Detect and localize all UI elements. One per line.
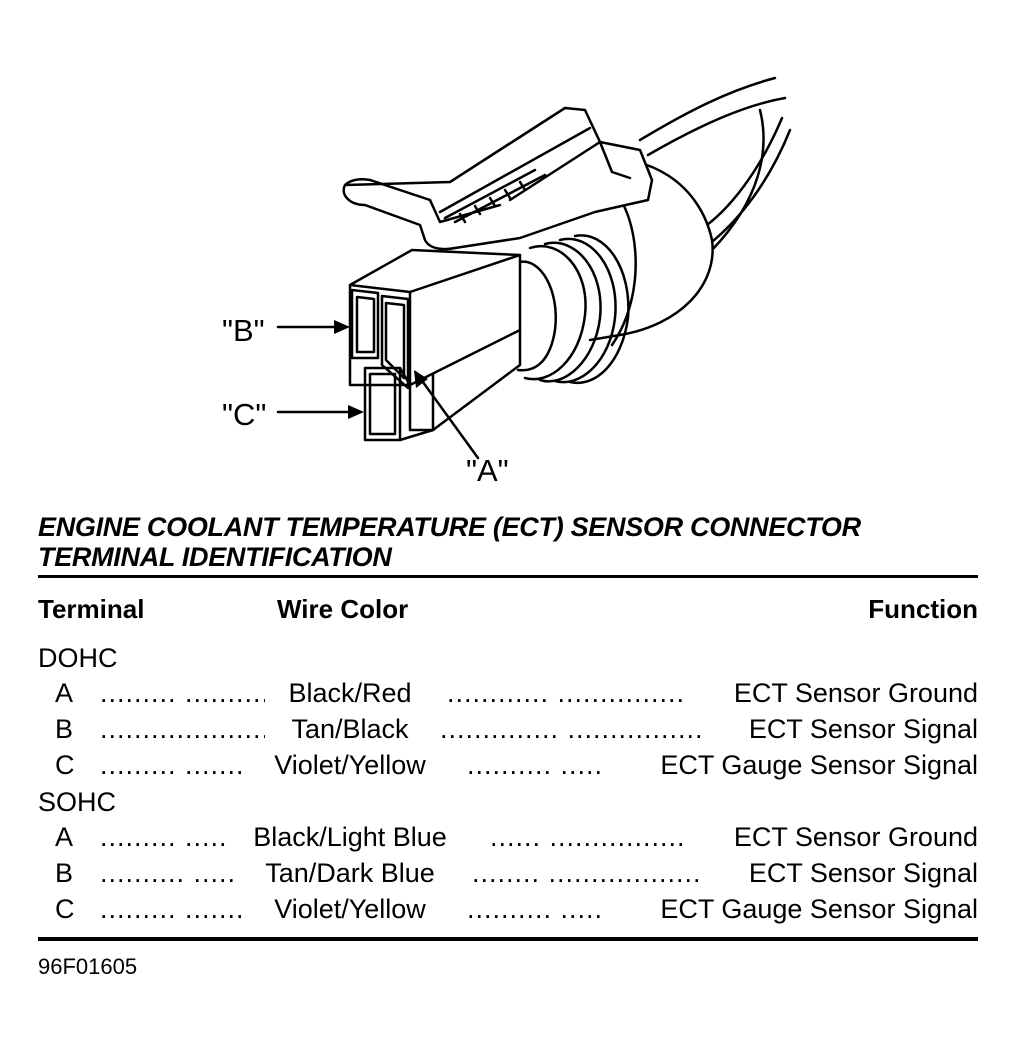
leader-dots: ......... ..... bbox=[100, 822, 225, 852]
table-row: C ......... ........ Violet/Yellow .....… bbox=[0, 891, 1016, 927]
title-rule bbox=[38, 575, 978, 578]
wire-color-cell: Black/Light Blue bbox=[253, 822, 447, 852]
wire-color-cell: Tan/Black bbox=[291, 714, 409, 744]
terminal-cell: B bbox=[55, 714, 74, 744]
leader-dots: .......... ....... bbox=[467, 750, 602, 780]
leader-dots: .......... ...... bbox=[100, 858, 235, 888]
callout-b-label: "B" bbox=[222, 313, 265, 348]
terminal-cell: A bbox=[55, 678, 74, 708]
table-row: C ......... ........ Violet/Yellow .....… bbox=[0, 747, 1016, 783]
header-wire-color: Wire Color bbox=[277, 594, 409, 624]
table-row: A ......... .......... Black/Red .......… bbox=[0, 675, 1016, 711]
table-row: A ......... ..... Black/Light Blue .....… bbox=[0, 819, 1016, 855]
document-title: ENGINE COOLANT TEMPERATURE (ECT) SENSOR … bbox=[38, 512, 978, 572]
terminal-cell: B bbox=[55, 858, 74, 888]
title-line-1: ENGINE COOLANT TEMPERATURE (ECT) SENSOR … bbox=[38, 512, 861, 542]
leader-dots: .................... bbox=[100, 714, 265, 744]
function-cell: ECT Gauge Sensor Signal bbox=[660, 894, 978, 924]
leader-dots: ......... ........ bbox=[100, 750, 245, 780]
leader-dots: .......... ....... bbox=[467, 894, 602, 924]
wire-color-cell: Violet/Yellow bbox=[274, 894, 426, 924]
function-cell: ECT Sensor Ground bbox=[733, 822, 978, 852]
function-cell: ECT Sensor Ground bbox=[733, 678, 978, 708]
function-cell: ECT Gauge Sensor Signal bbox=[660, 750, 978, 780]
terminal-cell: C bbox=[55, 750, 75, 780]
function-cell: ECT Sensor Signal bbox=[748, 858, 978, 888]
callout-c-label: "C" bbox=[222, 397, 267, 432]
bottom-rule bbox=[38, 937, 978, 941]
function-cell: ECT Sensor Signal bbox=[748, 714, 978, 744]
group-label-sohc: SOHC bbox=[38, 787, 117, 817]
leader-dots: ......... ........ bbox=[100, 894, 245, 924]
table-row: B .................... Tan/Black .......… bbox=[0, 711, 1016, 747]
wire-color-cell: Tan/Dark Blue bbox=[265, 858, 435, 888]
leader-dots: .............. ...................... bbox=[440, 714, 702, 744]
connector-illustration bbox=[276, 76, 792, 460]
header-function: Function bbox=[868, 594, 978, 624]
leader-dots: ........ ...................... bbox=[472, 858, 700, 888]
figure-code: 96F01605 bbox=[38, 954, 138, 979]
wire-color-cell: Violet/Yellow bbox=[274, 750, 426, 780]
table-row: B .......... ...... Tan/Dark Blue ......… bbox=[0, 855, 1016, 891]
callout-a-label: "A" bbox=[466, 453, 509, 488]
wire-color-cell: Black/Red bbox=[288, 678, 412, 708]
leader-dots: ............ ....................... bbox=[447, 678, 687, 708]
leader-dots: ......... .......... bbox=[100, 678, 265, 708]
terminal-cell: A bbox=[55, 822, 74, 852]
group-label-dohc: DOHC bbox=[38, 643, 118, 673]
title-line-2: TERMINAL IDENTIFICATION bbox=[38, 542, 392, 572]
terminal-cell: C bbox=[55, 894, 75, 924]
header-terminal: Terminal bbox=[38, 594, 145, 624]
leader-dots: ...... ....................... bbox=[490, 822, 685, 852]
